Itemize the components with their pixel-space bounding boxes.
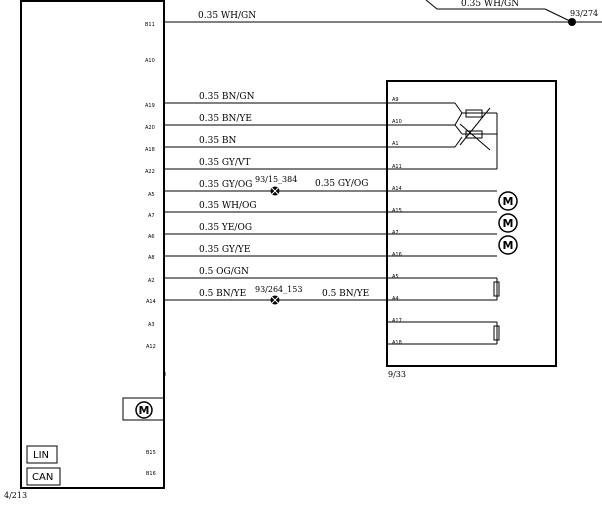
wire-label: 0.5 OG/GN [199,267,249,277]
motor-icon [498,213,518,233]
wire-label: 0.35 GY/VT [199,158,250,168]
right-module-box [386,80,557,367]
left-pin: A10 [145,58,155,64]
left-module-box [20,0,165,489]
right-motor-2: M [498,213,518,233]
right-pin: A1 [392,141,399,147]
wire-9: 0.5 OG/GN [164,267,497,279]
left-module-ref: 4/213 [4,491,27,500]
resistor-network [454,102,498,169]
wire-label: 0.35 BN/GN [199,92,255,102]
right-pin: A11 [392,164,402,170]
wire-label: 0.35 WH/GN [198,11,256,21]
right-module-pins: A9 A10 A1 A11 A14 A15 A7 A16 A5 A4 A17 A… [392,97,402,346]
left-pin: A12 [146,344,156,350]
wire-label: 0.35 GY/OG [315,179,368,189]
wire-label: 0.35 GY/YE [199,245,250,255]
motor-symbol: M [139,404,150,417]
lin-box [26,445,58,464]
right-pin: A10 [392,119,402,125]
left-pin: A20 [145,125,155,131]
motor-icon [498,235,518,255]
left-pin: B11 [145,22,155,28]
resistor-icon [465,130,483,139]
wire-8: 0.35 GY/YE [164,245,497,257]
left-pin: A18 [145,147,155,153]
left-pin: A14 [146,299,156,305]
wire-10: 0.5 BN/YE 93/264_153 0.5 BN/YE [164,285,497,305]
can-box [26,467,61,486]
wire-4: 0.35 GY/VT [164,158,497,170]
splice-ref: 93/15_384 [255,175,297,184]
left-pin: A2 [148,278,155,284]
wire-label: 0.35 BN/YE [199,114,252,124]
wire-6: 0.35 WH/OG [164,201,497,213]
right-motor-1: M [498,191,518,211]
wire-label: 0.5 BN/YE [199,289,246,299]
sensor-icon [493,325,500,341]
splice-dot [568,18,576,26]
right-motor-3: M [498,235,518,255]
right-pin: A16 [392,252,402,258]
motor-symbol: M [503,217,514,230]
left-module-pins: B11 A10 A19 A20 A18 A22 A5 A7 A6 A8 A2 A… [145,22,156,477]
wire-label: 0.35 BN [199,136,237,146]
wire-label: 0.35 YE/OG [199,223,252,233]
wire-label: 0.35 GY/OG [199,180,252,190]
left-pin: A3 [148,322,155,328]
right-pin: A14 [392,186,402,192]
wire-label: 0.5 BN/YE [322,289,369,299]
splice-ref: 93/274 [570,9,598,18]
motor-icon [498,191,518,211]
wire-3: 0.35 BN [164,136,455,148]
left-pin: A7 [148,213,155,219]
wire-5: 0.35 GY/OG 93/15_384 0.35 GY/OG [164,175,497,196]
left-pin: A8 [148,255,155,261]
wire-1: 0.35 BN/GN [164,92,455,104]
left-pin: A22 [145,169,155,175]
left-pin: A5 [148,192,155,198]
right-pin: A5 [392,274,399,280]
left-pin: A19 [145,103,155,109]
left-pin: B16 [146,471,156,477]
left-pin: A6 [148,234,155,240]
splice-ref: 93/264_153 [255,285,302,294]
right-pin: A7 [392,230,399,236]
top-wire: 0.35 WH/GN 0.35 WH/GN 93/274 [164,0,602,26]
can-label: CAN [32,472,53,483]
right-pin: A9 [392,97,399,103]
motor-symbol: M [503,195,514,208]
sensor-element-2 [493,322,500,344]
right-pin: A4 [392,296,399,302]
right-module-ref: 9/33 [388,370,406,379]
resistor-icon [465,109,483,118]
motor-icon [135,401,153,419]
sensor-element-1 [493,278,500,300]
left-pin-extra: 8 [163,372,166,378]
lin-label: LIN [33,450,49,461]
right-pin: A17 [392,318,402,324]
motor-symbol: M [503,239,514,252]
right-pin: A15 [392,208,402,214]
sensor-icon [493,281,500,297]
right-pin: A18 [392,340,402,346]
left-motor: M [122,397,165,421]
wire-label: 0.35 WH/OG [199,201,257,211]
wire-bundle: 0.35 BN/GN 0.35 BN/YE 0.35 BN 0.35 GY/VT… [164,92,497,345]
wire-label: 0.35 WH/GN [461,0,519,9]
wire-7: 0.35 YE/OG [164,223,497,235]
left-pin: B15 [146,450,156,456]
wire-2: 0.35 BN/YE [164,114,455,126]
